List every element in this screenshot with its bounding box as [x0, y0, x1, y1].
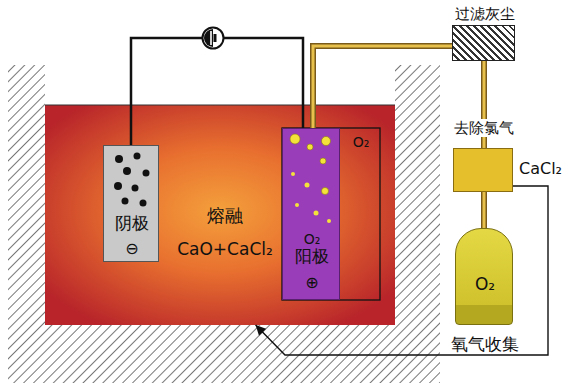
text-holder: O₂: [283, 229, 341, 248]
pipe-inner: [313, 46, 452, 128]
bath-surface: [45, 105, 395, 106]
edge-label: CaCl₂: [519, 159, 562, 178]
text-holder: CaO+CaCl₂: [145, 240, 305, 260]
oxygen-label: O₂: [353, 134, 370, 150]
arrow-head: [256, 325, 267, 336]
gas-pipe: [484, 192, 485, 228]
node-title: O₂: [475, 274, 495, 294]
node-title: 去除氯气: [452, 119, 516, 137]
text-holder: O₂: [456, 275, 514, 295]
molten-bath-region: 熔融CaO+CaCl₂阴极⊖O₂阳极⊕: [45, 105, 395, 325]
text-holder: 过滤灰尘: [433, 4, 536, 23]
wire: [131, 38, 303, 145]
anode-outline: [282, 128, 380, 300]
node-text: ⊕: [305, 273, 318, 292]
battery-plate: [214, 34, 217, 42]
pipe-inner: [483, 192, 486, 228]
node-title: 熔融: [207, 205, 243, 226]
anode-electrode: O₂阳极 ⊕: [282, 128, 340, 300]
pipe-outer: [313, 46, 452, 128]
node-text: 阳极: [295, 246, 329, 266]
node-title: O₂: [304, 231, 321, 247]
gas-pipe: [313, 46, 452, 128]
text-holder: 熔融: [170, 206, 280, 227]
node-title: 过滤灰尘: [455, 5, 515, 23]
node-text: CaO+CaCl₂: [177, 239, 273, 259]
wire-line: [131, 38, 303, 145]
power-source-symbol: [200, 25, 226, 51]
edge-label-holder: CaCl₂: [519, 159, 562, 178]
cathode-electrode: 阴极 ⊖: [103, 145, 159, 262]
molten-bath: [45, 105, 395, 325]
label-holder: O₂: [343, 132, 379, 151]
node-text: 氧气收集: [451, 334, 519, 354]
text-holder: 去除氯气: [434, 118, 534, 137]
pipe-outer: [481, 192, 487, 228]
power-source-circle: [203, 28, 224, 49]
text-holder: 氧气收集: [434, 335, 536, 355]
node-title: 阴极: [115, 213, 149, 233]
oxygen-cylinder: O₂氧气收集: [455, 228, 513, 325]
text-holder: ⊕: [283, 273, 341, 292]
node-text: ⊖: [125, 239, 138, 258]
text-holder: 阳极: [279, 247, 345, 267]
text-holder: 阴极: [100, 214, 164, 234]
dust-filter: 过滤灰尘: [452, 25, 515, 61]
text-holder: ⊖: [104, 239, 160, 258]
chlorine-removal-box: 去除氯气: [453, 148, 513, 192]
battery-plate: [210, 31, 212, 45]
power-source-fill: [204, 29, 213, 47]
furnace-wall: [8, 65, 440, 383]
